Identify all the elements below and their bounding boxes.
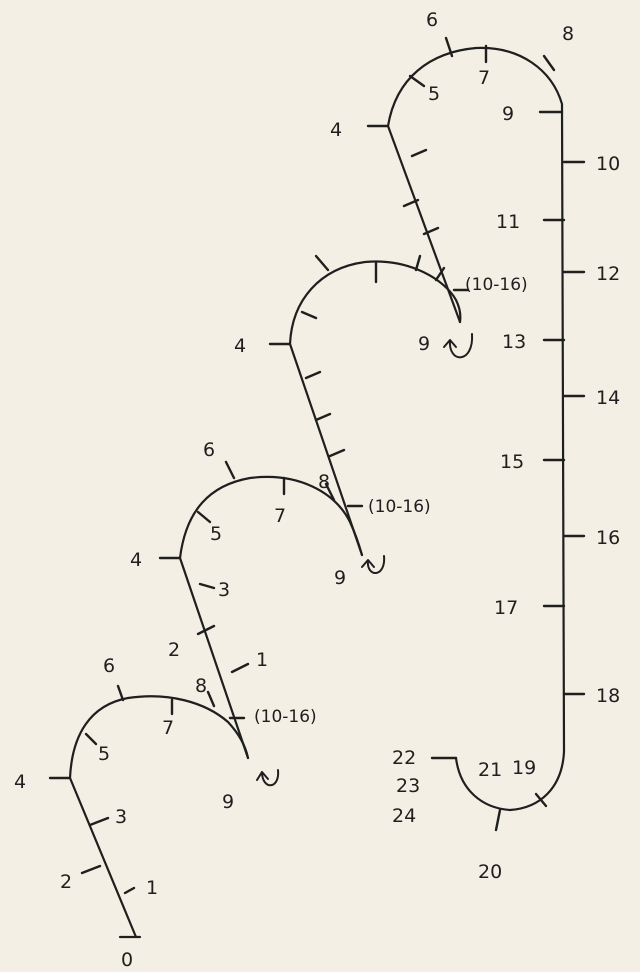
label-start-0: 0	[121, 949, 133, 971]
stage-3-loop-arrow	[443, 333, 474, 359]
stage-2-label-9: 9	[334, 567, 346, 589]
stage-4-label-21: 21	[478, 759, 502, 781]
stage-1-loop-arrow	[256, 769, 280, 787]
stage-4-label-6: 6	[426, 9, 438, 31]
stage-4-tick-6	[444, 36, 454, 58]
stage-4-line	[386, 46, 566, 812]
stage-4-labels: 4 5 6 7 8 9 10 11 12 13 14 15 16 17 18 1…	[330, 9, 620, 883]
stage-4-label-13: 13	[502, 331, 526, 353]
stage-4-track	[366, 36, 586, 832]
stage-3-tick-e	[434, 266, 446, 282]
stage-4-tick-c	[422, 226, 440, 236]
stage-2-label-8: 8	[318, 471, 330, 493]
stage-4-label-12: 12	[596, 263, 620, 285]
stage-2-label-2: 2	[168, 639, 180, 661]
stage-3-tick-f	[304, 370, 322, 380]
stage-4-tick-b	[402, 198, 420, 208]
stage-2-tick-2	[196, 624, 216, 636]
stage-1-labels: 0 1 2 3 4 5 6 7 8 9 (10-16)	[14, 655, 317, 971]
stage-4-tick-8	[542, 54, 556, 72]
stage-1-label-range: (10-16)	[254, 707, 317, 727]
stage-2-tick-8	[324, 482, 336, 502]
stage-3-track	[268, 254, 470, 557]
stage-3-tick-d	[414, 254, 422, 272]
stage-4-label-5: 5	[428, 83, 440, 105]
stage-1-label-8: 8	[195, 675, 207, 697]
stage-1-label-3: 3	[115, 806, 127, 828]
stage-2-tick-3	[198, 582, 216, 590]
stage-2-tick-1	[230, 662, 250, 674]
stage-4-label-7: 7	[478, 67, 490, 89]
stage-3-label-9: 9	[418, 333, 430, 355]
stage-1-tick-8	[206, 690, 216, 708]
stage-4-label-14: 14	[596, 387, 620, 409]
stage-2-label-4: 4	[130, 549, 142, 571]
stage-1-tick-1	[123, 886, 136, 895]
stage-1-line	[68, 695, 250, 939]
stage-4-label-11: 11	[496, 211, 520, 233]
stage-2-label-range: (10-16)	[368, 497, 431, 517]
stage-4-label-4: 4	[330, 119, 342, 141]
stage-4-label-23: 23	[396, 775, 420, 797]
stage-1-track	[48, 684, 250, 939]
stage-2-label-3: 3	[218, 579, 230, 601]
stage-2-label-7: 7	[274, 505, 286, 527]
stage-1-label-1: 1	[146, 877, 158, 899]
stage-1-label-7: 7	[162, 717, 174, 739]
stage-3-tick-g	[314, 412, 332, 422]
stage-2-label-6: 6	[203, 439, 215, 461]
stage-2-label-1: 1	[256, 649, 268, 671]
stage-1-label-6: 6	[103, 655, 115, 677]
stage-4-label-8: 8	[562, 23, 574, 45]
stage-3-label-4: 4	[234, 335, 246, 357]
stage-2-tick-5	[196, 510, 212, 524]
stage-4-label-19: 19	[512, 757, 536, 779]
stage-4-label-18: 18	[596, 685, 620, 707]
stage-2-label-5: 5	[210, 523, 222, 545]
stage-4-tick-19	[534, 792, 548, 808]
stage-1-tick-2	[80, 864, 102, 875]
stage-4-tick-5	[408, 74, 426, 88]
stage-4-label-16: 16	[596, 527, 620, 549]
stage-4-tick-a	[410, 148, 428, 158]
stage-4-label-24: 24	[392, 805, 416, 827]
stage-4-label-22: 22	[392, 747, 416, 769]
stage-3-tick-h	[328, 448, 346, 458]
stage-1-tick-3	[88, 816, 110, 827]
stage-4-label-10: 10	[596, 153, 620, 175]
stage-4-label-17: 17	[494, 597, 518, 619]
stage-1-tick-5	[84, 732, 98, 746]
stage-3-labels: 4 9 (10-16)	[234, 275, 528, 359]
stage-4-label-15: 15	[500, 451, 524, 473]
stage-3-label-range: (10-16)	[465, 275, 528, 295]
stage-3-line	[288, 260, 462, 557]
stage-1-label-4: 4	[14, 771, 26, 793]
stage-3-tick-b	[314, 254, 330, 272]
stage-4-tick-20	[494, 808, 502, 832]
stage-1-tick-6	[116, 684, 125, 702]
stage-1-label-5: 5	[98, 743, 110, 765]
stage-2-labels: 1 2 3 4 5 6 7 8 9 (10-16)	[130, 439, 431, 671]
stage-1-label-9: 9	[222, 791, 234, 813]
stage-1-label-2: 2	[60, 871, 72, 893]
stage-4-label-9: 9	[502, 103, 514, 125]
stage-2-tick-6	[224, 460, 236, 480]
stage-2-loop-arrow	[361, 555, 386, 574]
stage-4-label-20: 20	[478, 861, 502, 883]
stage-3-tick-a	[300, 310, 318, 320]
